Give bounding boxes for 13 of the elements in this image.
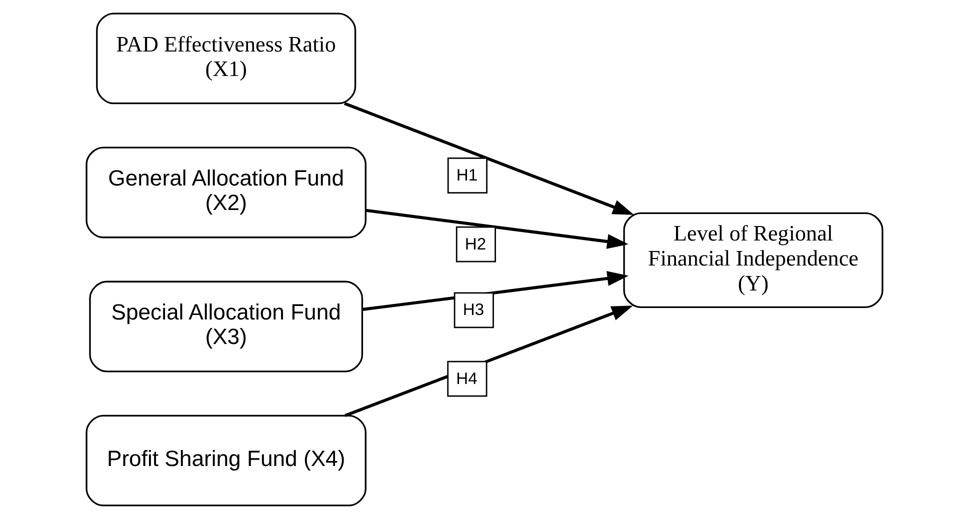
edge-label: H2 [464,234,486,254]
edge-label: H3 [462,300,484,320]
arrow [344,306,632,418]
edge-label: H1 [456,165,478,184]
node-box: Profit Sharing Fund (X4) [85,414,366,506]
arrow [362,271,628,311]
node-box: Level of Regional Financial Independence (Y) [622,212,883,308]
node-box: General Allocation Fund (X2) [85,146,366,238]
node-box: PAD Effectiveness Ratio (X1) [96,12,356,104]
edge-label: H4 [456,368,477,388]
node-box: Special Allocation Fund (X3) [88,280,363,372]
arrow [343,102,634,215]
arrow [365,208,628,249]
